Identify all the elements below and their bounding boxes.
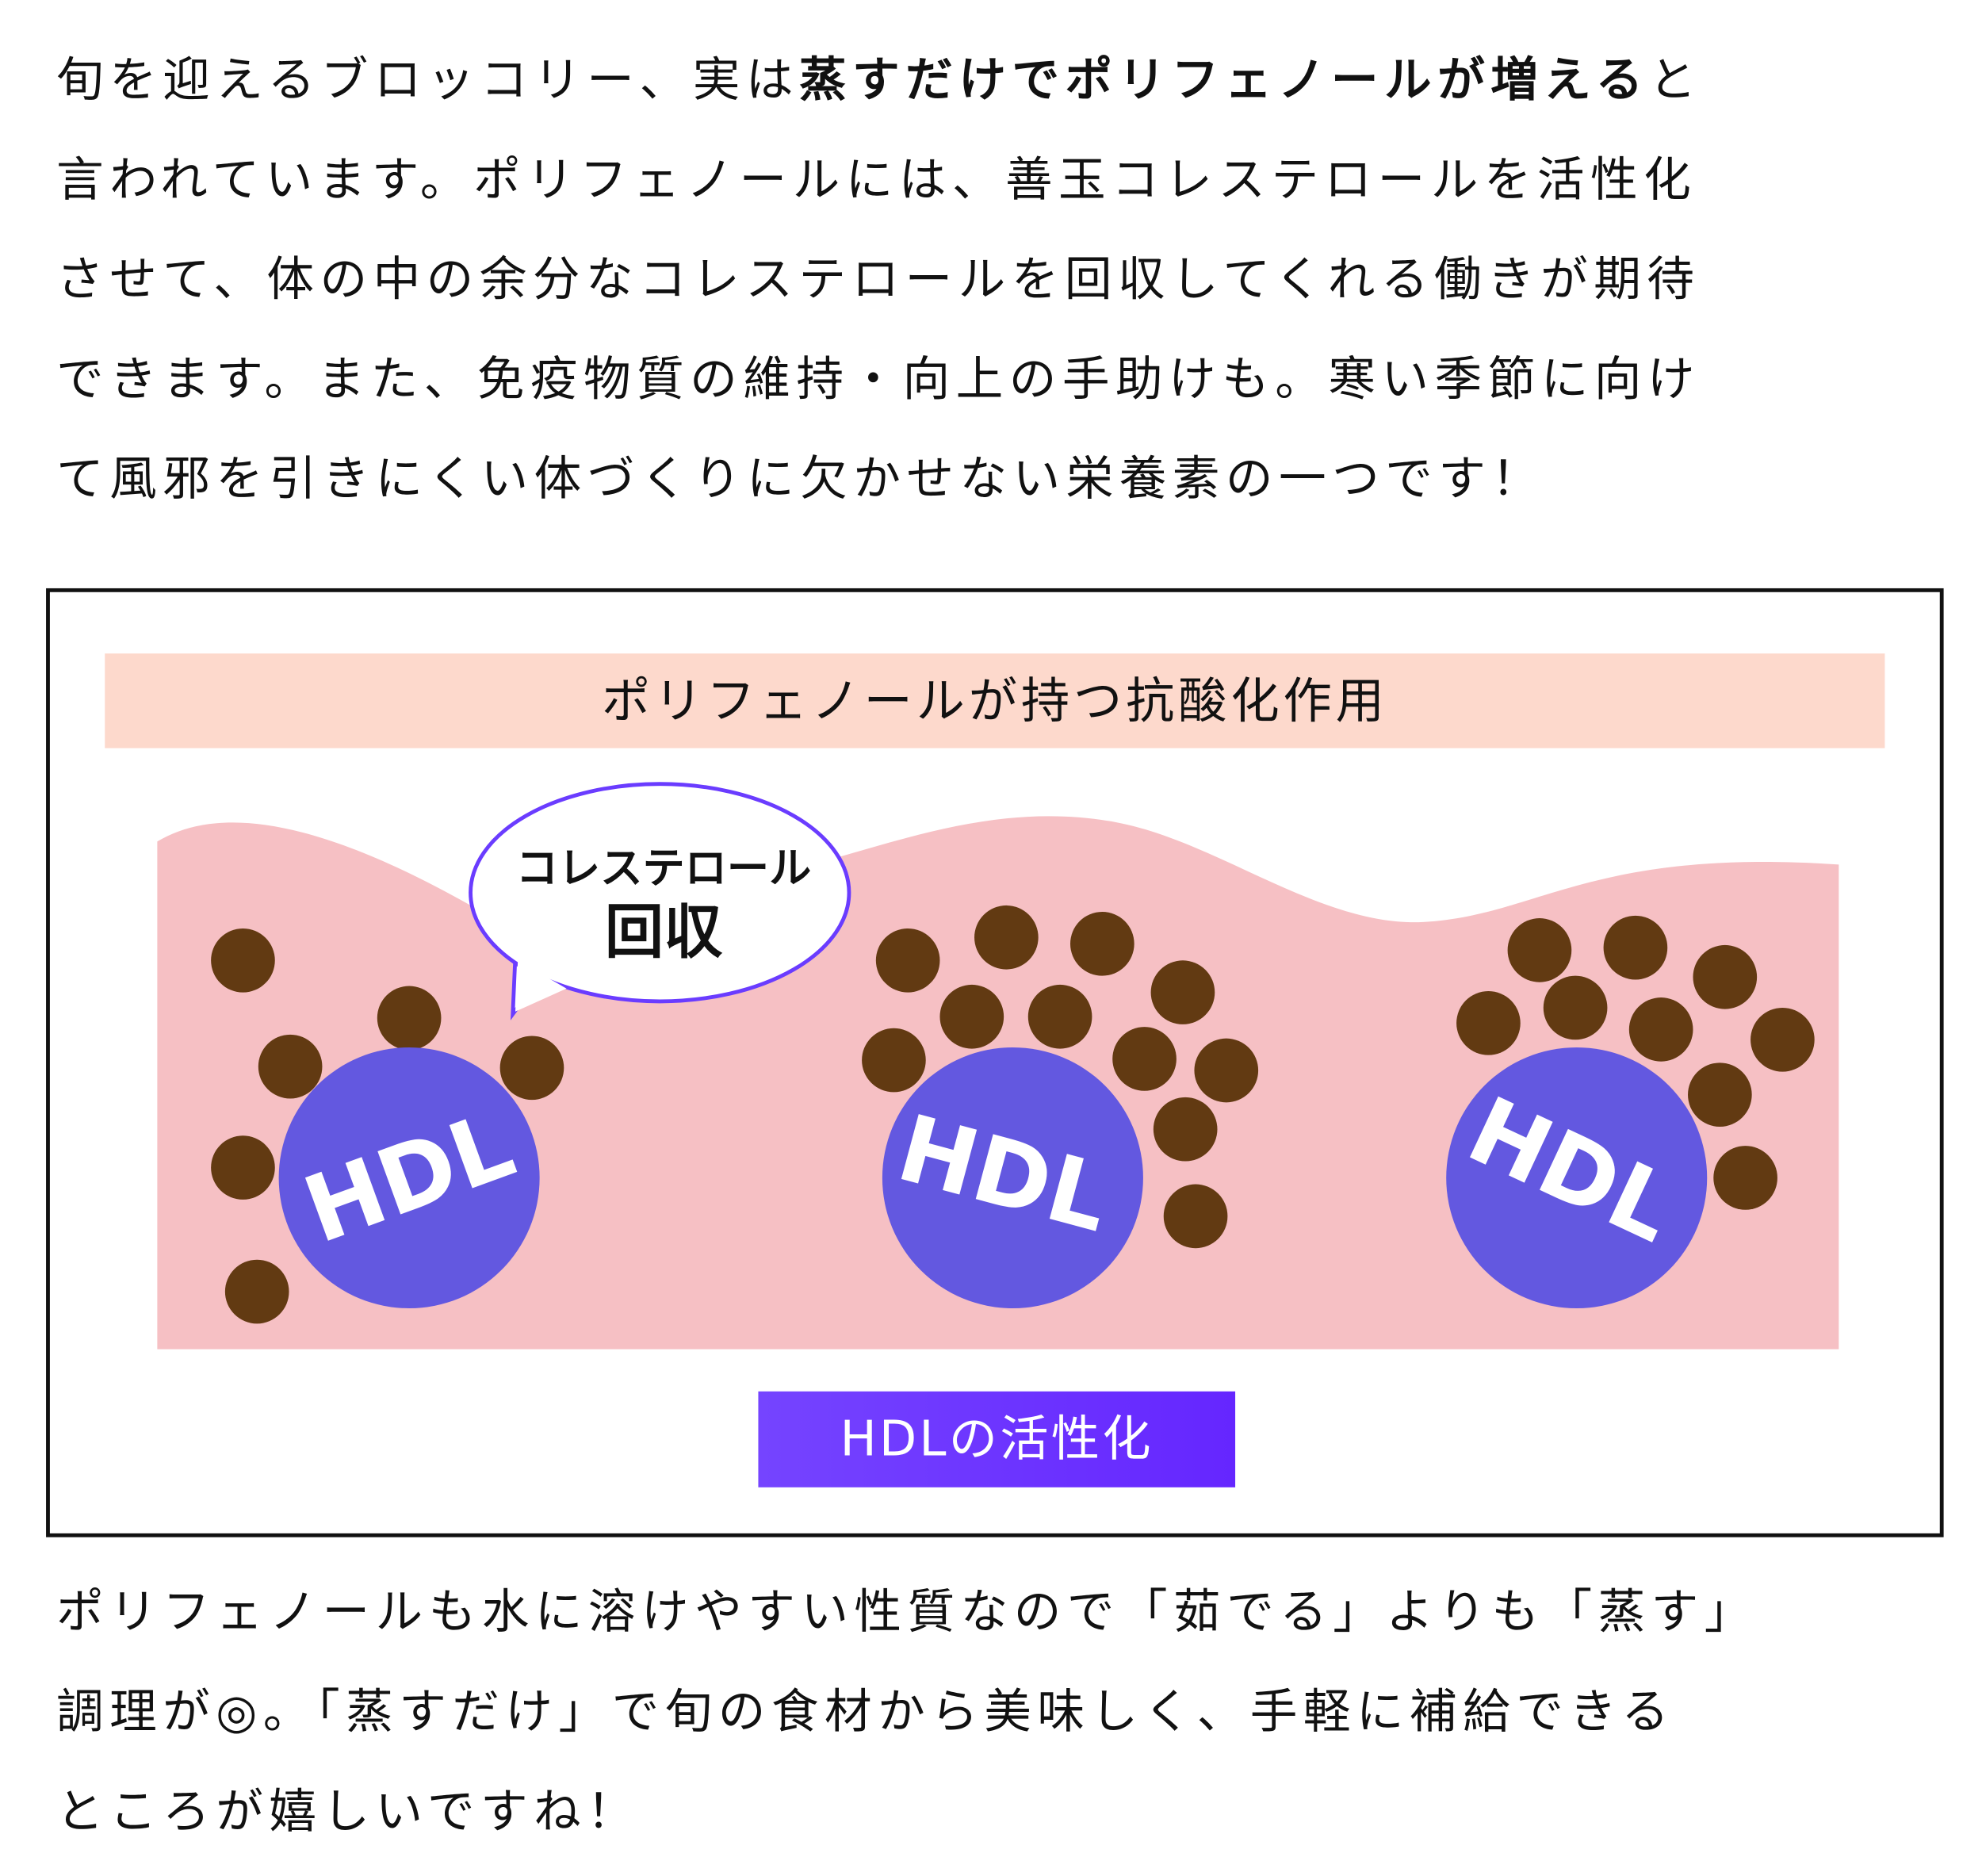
cholesterol-particle bbox=[862, 1028, 926, 1093]
outro-line: ところが嬉しいですね！ bbox=[55, 1783, 641, 1840]
intro-line: 言われています。ポリフェノールには、善玉コレステロールを活性化 bbox=[55, 151, 1697, 208]
intro-line: 旬を迎えるブロッコリー、実は蒸すだけでポリフェノールが増えると bbox=[56, 31, 1949, 131]
cholesterol-particle bbox=[1027, 984, 1092, 1049]
cholesterol-particle bbox=[1603, 915, 1668, 980]
bubble-text: コレステロール bbox=[516, 844, 812, 893]
cholesterol-particle bbox=[1543, 975, 1608, 1040]
diagram-title: ポリフェノールが持つ抗酸化作用 bbox=[105, 653, 1885, 748]
cholesterol-particle bbox=[1688, 1062, 1752, 1127]
cholesterol-particle bbox=[499, 1036, 564, 1101]
diagram-caption: HDLの活性化 bbox=[758, 1391, 1236, 1487]
cholesterol-particle bbox=[258, 1034, 323, 1099]
outro-line: ポリフェノールも水に溶けやすい性質なので「茹でる」よりも「蒸す」 bbox=[55, 1584, 1758, 1640]
intro-line: させて、体の中の余分なコレステロールを回収してくれる働きが期待 bbox=[55, 251, 1701, 308]
cholesterol-particle bbox=[211, 928, 275, 993]
cholesterol-particle bbox=[1507, 918, 1572, 982]
hdl-diagram: HDL HDL HDL コレステロール 回収 bbox=[157, 782, 1839, 1350]
cholesterol-particle bbox=[974, 905, 1039, 970]
hdl-particle: HDL bbox=[882, 1047, 1143, 1308]
hdl-particle: HDL bbox=[1446, 1047, 1708, 1308]
cholesterol-particle bbox=[939, 984, 1004, 1049]
cholesterol-particle bbox=[1112, 1027, 1177, 1091]
cholesterol-particle bbox=[1194, 1038, 1259, 1103]
intro-line: できます。また、免疫物質の維持・向上の手助けも。寒い季節に向け bbox=[55, 351, 1701, 407]
cholesterol-particle bbox=[224, 1259, 289, 1324]
intro-line: て風邪を引きにくい体づくりに欠かせない栄養素の一つです！ bbox=[55, 451, 1545, 507]
cholesterol-particle bbox=[1628, 997, 1693, 1062]
cholesterol-particle bbox=[1751, 1007, 1815, 1072]
text: と bbox=[1648, 52, 1702, 108]
cholesterol-particle bbox=[1456, 990, 1521, 1055]
cholesterol-particle bbox=[1713, 1146, 1777, 1210]
diagram-frame: HDL HDL HDL コレステロール 回収 ポリフェノールが持つ抗酸化作用 H… bbox=[46, 588, 1944, 1537]
cholesterol-particle bbox=[1163, 1184, 1228, 1249]
cholesterol-particle bbox=[875, 928, 940, 993]
text: 旬を迎えるブロッコリー、実は bbox=[55, 52, 799, 108]
intro-paragraph: 旬を迎えるブロッコリー、実は蒸すだけでポリフェノールが増えると 言われています。… bbox=[56, 31, 1949, 530]
speech-bubble: コレステロール 回収 bbox=[469, 782, 851, 1020]
cholesterol-particle bbox=[1153, 1097, 1218, 1162]
outro-line: 調理が◎。「蒸すだけ」で旬の食材から美味しく、手軽に補給できる bbox=[55, 1684, 1675, 1740]
bubble-text: 回収 bbox=[605, 898, 723, 967]
outro-paragraph: ポリフェノールも水に溶けやすい性質なので「茹でる」よりも「蒸す」 調理が◎。「蒸… bbox=[56, 1563, 1949, 1862]
cholesterol-particle bbox=[211, 1135, 275, 1200]
emphasis-text: 蒸すだけでポリフェノールが増える bbox=[798, 52, 1649, 108]
cholesterol-particle bbox=[1150, 960, 1215, 1024]
cholesterol-particle bbox=[1069, 911, 1134, 976]
cholesterol-particle bbox=[377, 986, 442, 1051]
hdl-particle: HDL bbox=[278, 1047, 540, 1308]
cholesterol-particle bbox=[1693, 944, 1758, 1009]
